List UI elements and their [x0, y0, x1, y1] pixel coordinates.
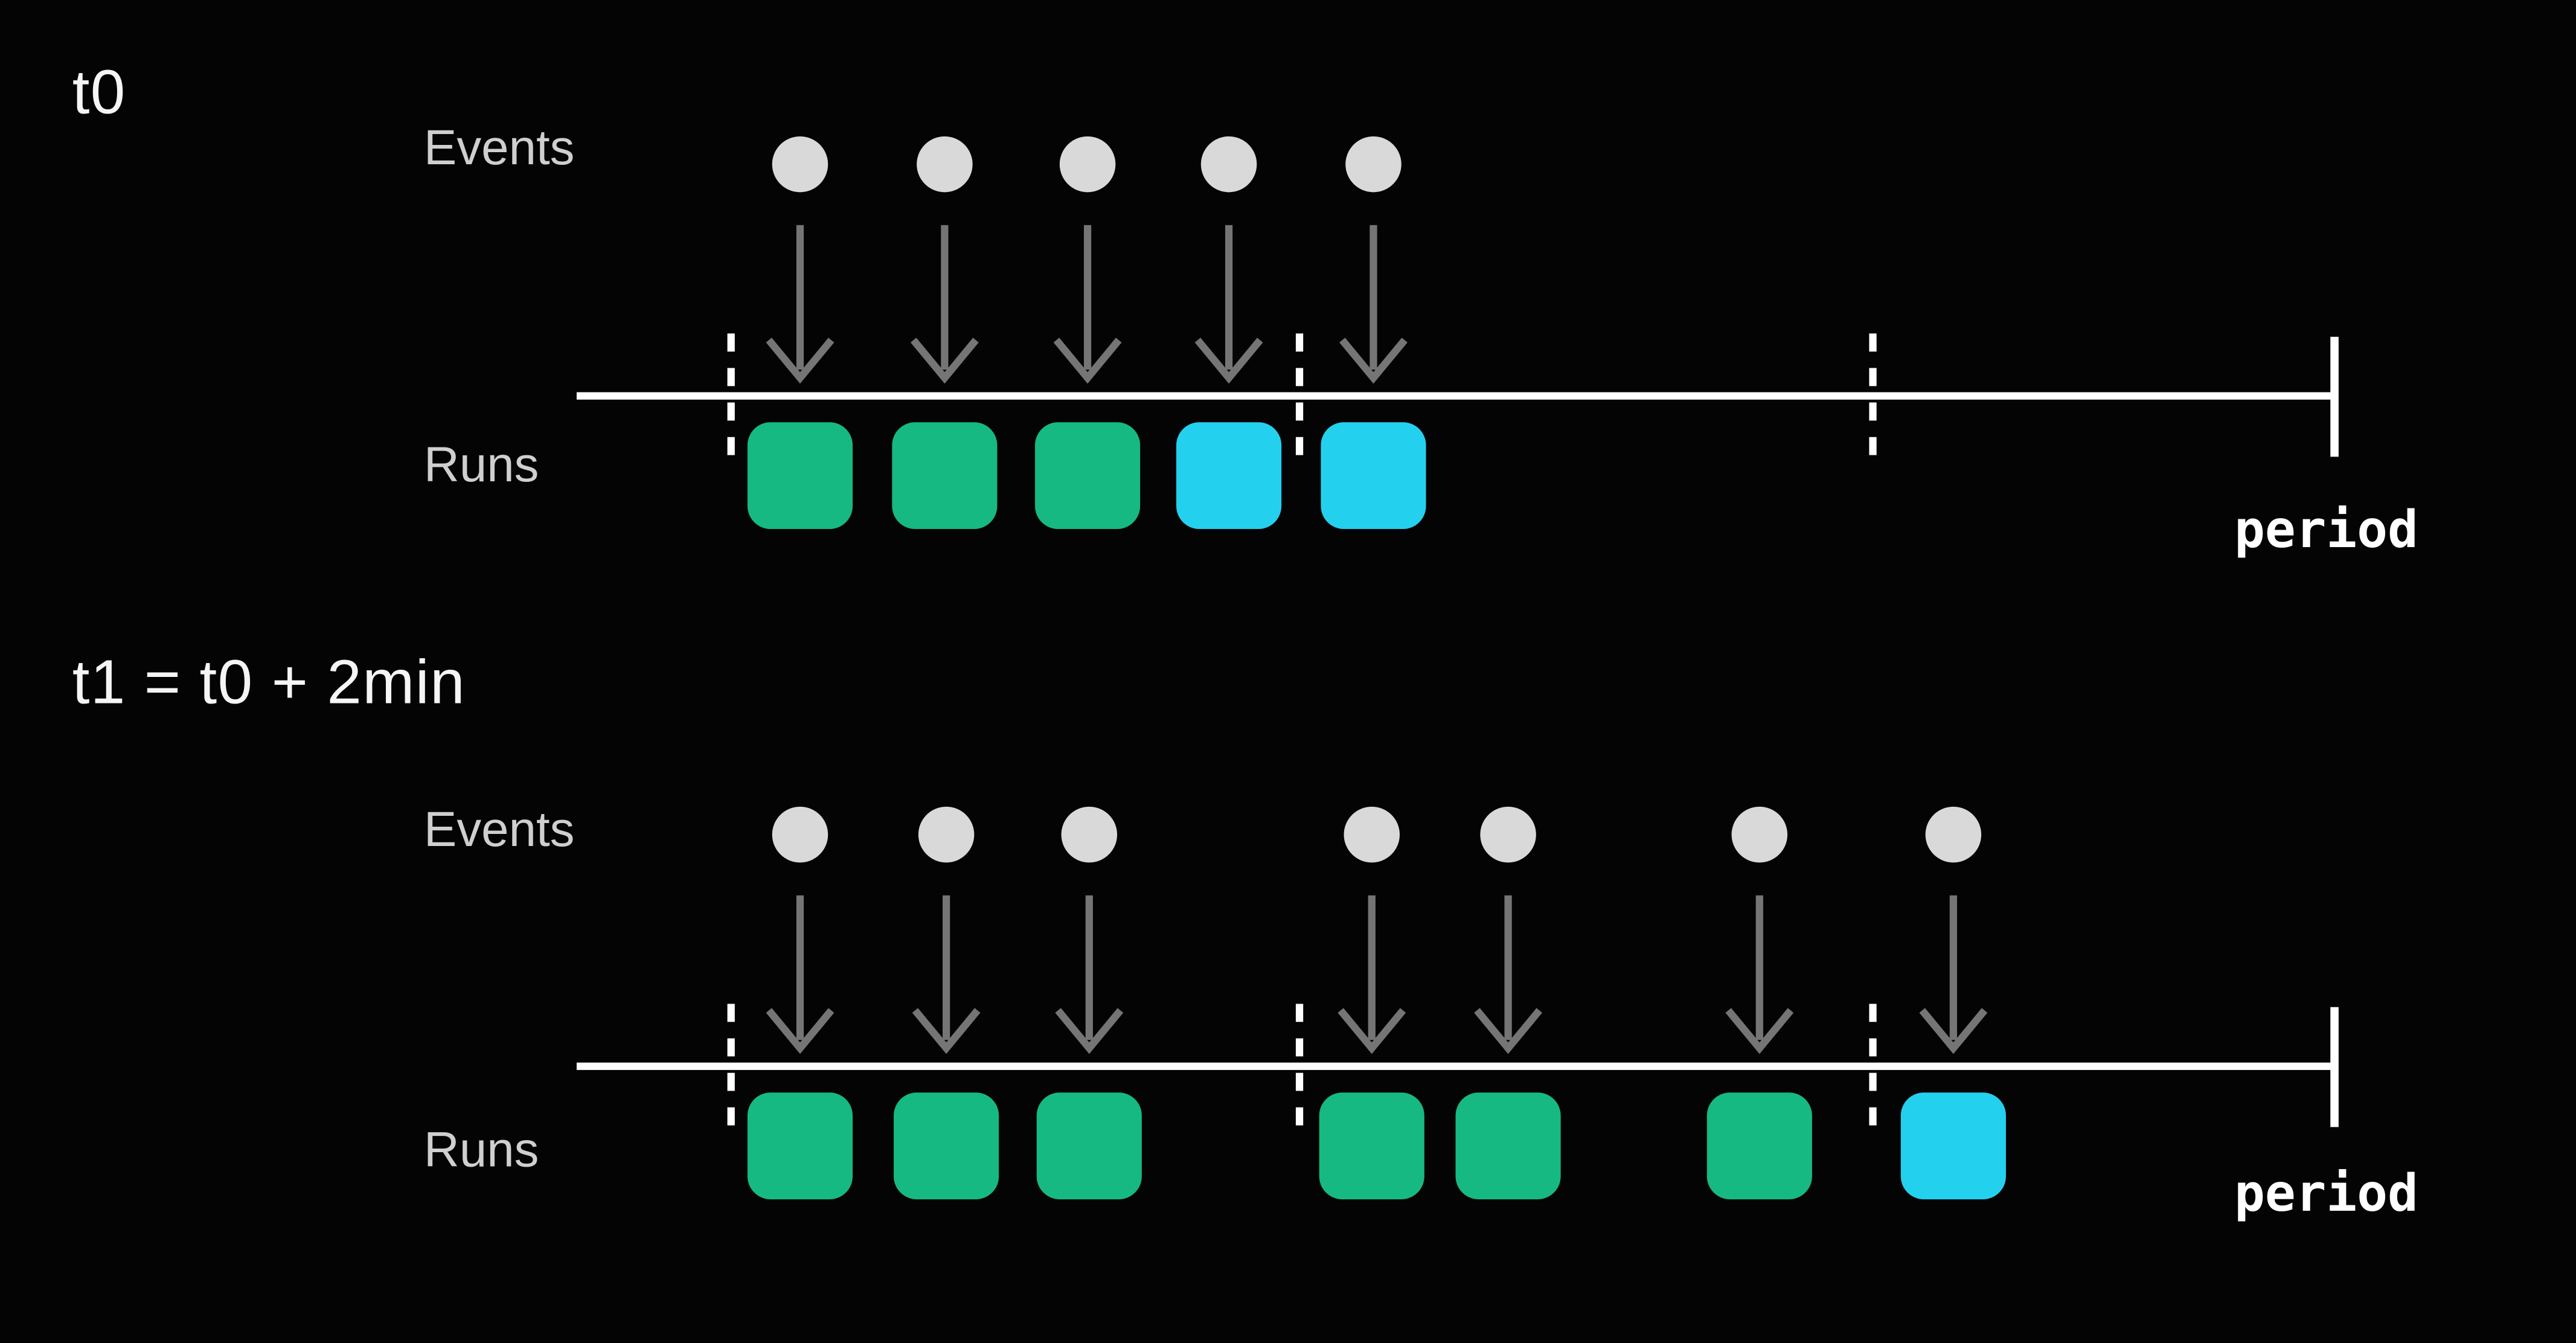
arrow-down-icon — [1055, 895, 1124, 1054]
run-chip — [1319, 1092, 1424, 1200]
event-dot — [1059, 136, 1116, 193]
arrow-down-icon — [1338, 895, 1406, 1054]
run-chip — [1706, 1092, 1812, 1200]
run-chip — [894, 1092, 999, 1200]
section-t1-title: t1 = t0 + 2min — [72, 649, 466, 718]
run-chip — [1176, 422, 1282, 530]
event-dot — [1480, 806, 1536, 863]
event-dot — [1344, 806, 1400, 863]
arrow-head — [766, 338, 835, 384]
arrow-down-icon — [766, 895, 835, 1054]
run-chip — [1321, 422, 1426, 530]
arrow-down-icon — [1053, 225, 1122, 384]
event-dot — [1061, 806, 1118, 863]
event-dot — [918, 806, 975, 863]
arrow-down-icon — [1725, 895, 1794, 1054]
arrow-down-icon — [1919, 895, 1988, 1054]
arrow-head — [1338, 1008, 1406, 1054]
events-row-label: Events — [423, 803, 575, 858]
arrow-head — [1194, 338, 1263, 384]
arrow-down-icon — [766, 225, 835, 384]
section-group-t1 — [576, 806, 2339, 1200]
arrow-down-icon — [1194, 225, 1263, 384]
event-dot — [1345, 136, 1402, 193]
event-dot — [772, 136, 828, 193]
arrow-down-icon — [912, 895, 981, 1054]
event-dot — [1200, 136, 1257, 193]
run-chip — [1035, 422, 1141, 530]
run-chip — [1455, 1092, 1561, 1200]
arrow-down-icon — [1474, 895, 1542, 1054]
arrow-down-icon — [1339, 225, 1408, 384]
run-chip — [1900, 1092, 2006, 1200]
arrow-head — [766, 1008, 835, 1054]
run-chip — [892, 422, 998, 530]
runs-row-label: Runs — [423, 438, 539, 493]
arrow-head — [1055, 1008, 1124, 1054]
runs-row-label: Runs — [423, 1123, 539, 1178]
events-row-label: Events — [423, 121, 575, 176]
arrow-head — [1474, 1008, 1542, 1054]
arrow-head — [910, 338, 979, 384]
section-group-t0 — [576, 136, 2339, 530]
event-dot — [1731, 806, 1788, 863]
arrow-down-icon — [910, 225, 979, 384]
period-label: period — [2234, 501, 2418, 560]
run-chip — [1036, 1092, 1142, 1200]
arrow-head — [1339, 338, 1408, 384]
run-chip — [747, 1092, 853, 1200]
period-label: period — [2234, 1164, 2418, 1224]
event-dot — [917, 136, 973, 193]
event-dot — [772, 806, 828, 863]
arrow-head — [1919, 1008, 1988, 1054]
event-dot — [1925, 806, 1982, 863]
arrow-head — [1053, 338, 1122, 384]
arrow-head — [1725, 1008, 1794, 1054]
section-t0-title: t0 — [72, 59, 126, 129]
arrow-head — [912, 1008, 981, 1054]
run-chip — [747, 422, 853, 530]
